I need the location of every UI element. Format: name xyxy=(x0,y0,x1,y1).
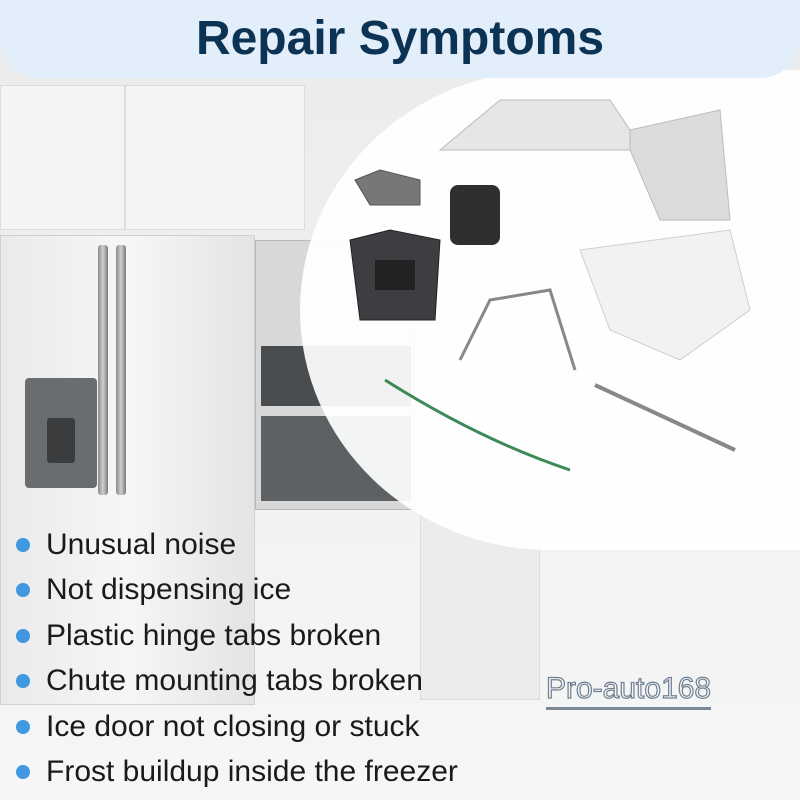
fridge-handle xyxy=(98,245,108,495)
upper-cabinet xyxy=(125,85,305,230)
watermark: Pro-auto168 xyxy=(545,672,712,710)
symptom-text: Ice door not closing or stuck xyxy=(46,709,420,743)
fridge-handle xyxy=(116,245,126,495)
bullet-icon xyxy=(16,583,30,598)
bullet-icon xyxy=(16,628,30,643)
bullet-icon xyxy=(16,674,30,689)
bullet-icon xyxy=(16,719,30,734)
ice-dispenser-image xyxy=(25,378,97,488)
title-banner: Repair Symptoms xyxy=(0,0,800,78)
symptom-text: Chute mounting tabs broken xyxy=(46,664,423,698)
bullet-icon xyxy=(16,765,30,780)
symptom-item: Unusual noise xyxy=(16,522,458,568)
symptom-item: Plastic hinge tabs broken xyxy=(16,613,458,659)
symptom-item: Not dispensing ice xyxy=(16,568,458,614)
bullet-icon xyxy=(16,537,30,552)
symptom-text: Frost buildup inside the freezer xyxy=(46,755,458,789)
upper-cabinet xyxy=(0,85,125,230)
symptom-text: Plastic hinge tabs broken xyxy=(46,618,382,652)
symptom-item: Frost buildup inside the freezer xyxy=(16,750,458,796)
symptom-item: Chute mounting tabs broken xyxy=(16,659,458,705)
symptoms-list: Unusual noise Not dispensing ice Plastic… xyxy=(16,522,458,795)
symptom-text: Not dispensing ice xyxy=(46,573,292,607)
symptom-text: Unusual noise xyxy=(46,527,237,561)
page-title: Repair Symptoms xyxy=(195,12,605,65)
ice-door-repair-kit-parts-image xyxy=(349,99,751,472)
symptom-item: Ice door not closing or stuck xyxy=(16,704,458,750)
